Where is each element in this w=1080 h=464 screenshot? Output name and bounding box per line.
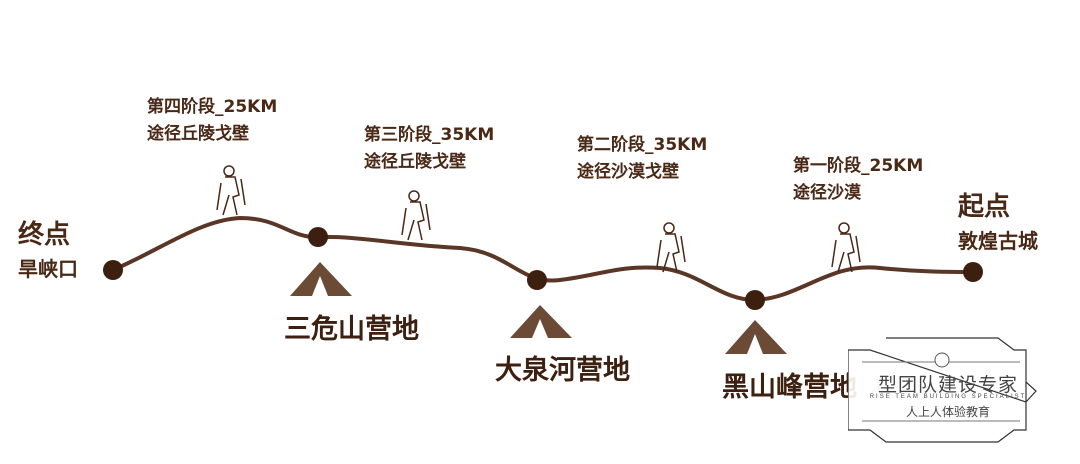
watermark: 型团队建设专家 RISE TEAM BUILDING SPECIALIST 人上… [848, 334, 1044, 444]
watermark-sub: 人上人体验教育 [905, 405, 990, 419]
camp-dot-3 [745, 290, 765, 310]
camp-label: 黑山峰营地 [722, 372, 857, 403]
hiker-icon [831, 222, 861, 273]
stage-2: 第二阶段_35KM 途径沙漠戈壁 [577, 132, 707, 186]
watermark-title: 型团队建设专家 [877, 375, 1018, 396]
stage-route: 途径沙漠 [793, 183, 861, 203]
stage-route: 途径丘陵戈壁 [364, 152, 466, 172]
stage-1: 第一阶段_25KM 途径沙漠 [793, 153, 923, 207]
stage-4: 第四阶段_25KM 途径丘陵戈壁 [147, 94, 277, 148]
stage-route: 途径沙漠戈壁 [577, 162, 679, 182]
stage-3: 第三阶段_35KM 途径丘陵戈壁 [364, 122, 494, 176]
hiker-icon [216, 165, 246, 216]
start-label: 起点 敦煌古城 [958, 190, 1038, 258]
stage-label: 第四阶段_25KM [147, 97, 278, 117]
stage-label: 第三阶段_35KM [364, 125, 495, 145]
stage-label: 第二阶段_35KM [577, 135, 708, 155]
endpoint-place: 旱峡口 [18, 257, 78, 281]
camp-label: 三危山营地 [284, 314, 419, 345]
route-path [112, 215, 974, 303]
endpoint-label: 终点 旱峡口 [18, 218, 78, 286]
camp-dot-2 [527, 270, 547, 290]
stage-route: 途径丘陵戈壁 [147, 124, 249, 144]
endpoint-title: 终点 [18, 220, 71, 250]
camp-dot-1 [308, 227, 328, 247]
start-place: 敦煌古城 [958, 229, 1038, 253]
hiker-icon [401, 190, 431, 241]
start-dot [963, 262, 983, 282]
watermark-frame [848, 337, 1037, 443]
hiker-icon [656, 222, 686, 273]
watermark-english: RISE TEAM BUILDING SPECIALIST [869, 394, 1027, 400]
hiker-icons [216, 165, 861, 273]
stage-label: 第一阶段_25KM [793, 156, 924, 176]
endpoint-dot [103, 260, 123, 280]
start-title: 起点 [958, 192, 1011, 222]
camp-label: 大泉河营地 [495, 355, 630, 386]
